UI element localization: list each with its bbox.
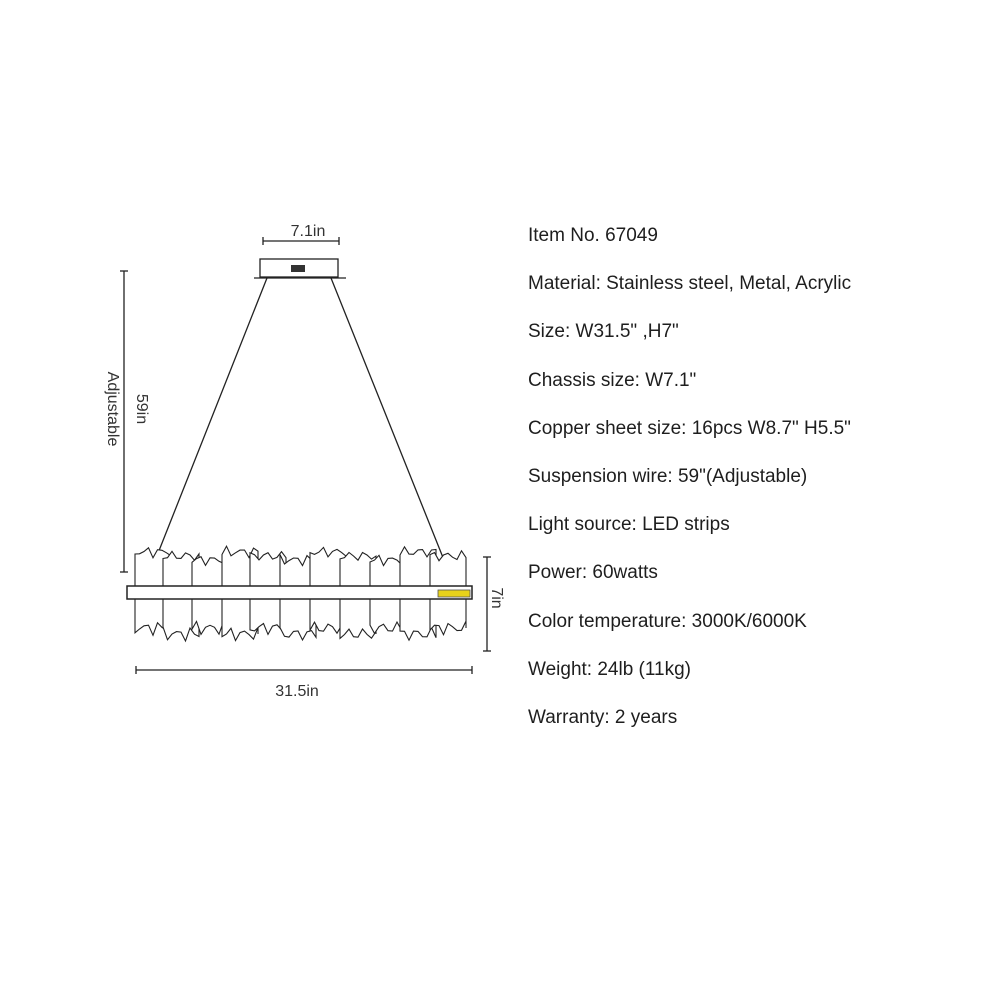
width-label: 31.5in: [275, 683, 319, 700]
spec-copper-sheet-size: Copper sheet size: 16pcs W8.7" H5.5": [528, 417, 851, 439]
canopy: [254, 258, 346, 279]
spec-size: Size: W31.5" ,H7": [528, 321, 679, 343]
suspension-wire-right: [330, 277, 457, 591]
height-dimension: [483, 556, 491, 652]
chassis-width-dimension: [262, 237, 340, 245]
spec-power: Power: 60watts: [528, 562, 658, 584]
spec-chassis-size: Chassis size: W7.1": [528, 369, 697, 391]
led-strip: [437, 589, 471, 598]
wire-length-label: 59in: [133, 394, 150, 424]
spec-item-number: Item No. 67049: [528, 225, 658, 246]
height-label: 7in: [488, 587, 505, 608]
wire-length-dimension: [120, 270, 128, 573]
spec-light-source: Light source: LED strips: [528, 514, 730, 536]
spec-color-temperature: Color temperature: 3000K/6000K: [528, 610, 807, 632]
spec-weight: Weight: 24lb (11kg): [528, 658, 691, 680]
spec-material: Material: Stainless steel, Metal, Acryli…: [528, 273, 852, 295]
spec-list: Item No. 67049 Material: Stainless steel…: [528, 224, 851, 754]
ring-bar: [126, 585, 473, 600]
spec-warranty: Warranty: 2 years: [528, 706, 678, 728]
width-dimension: [135, 666, 473, 674]
chassis-width-label: 7.1in: [291, 223, 326, 240]
spec-suspension-wire: Suspension wire: 59"(Adjustable): [528, 465, 808, 487]
suspension-wire-left: [144, 277, 268, 587]
wire-adjustable-label: Adjustable: [104, 372, 121, 447]
